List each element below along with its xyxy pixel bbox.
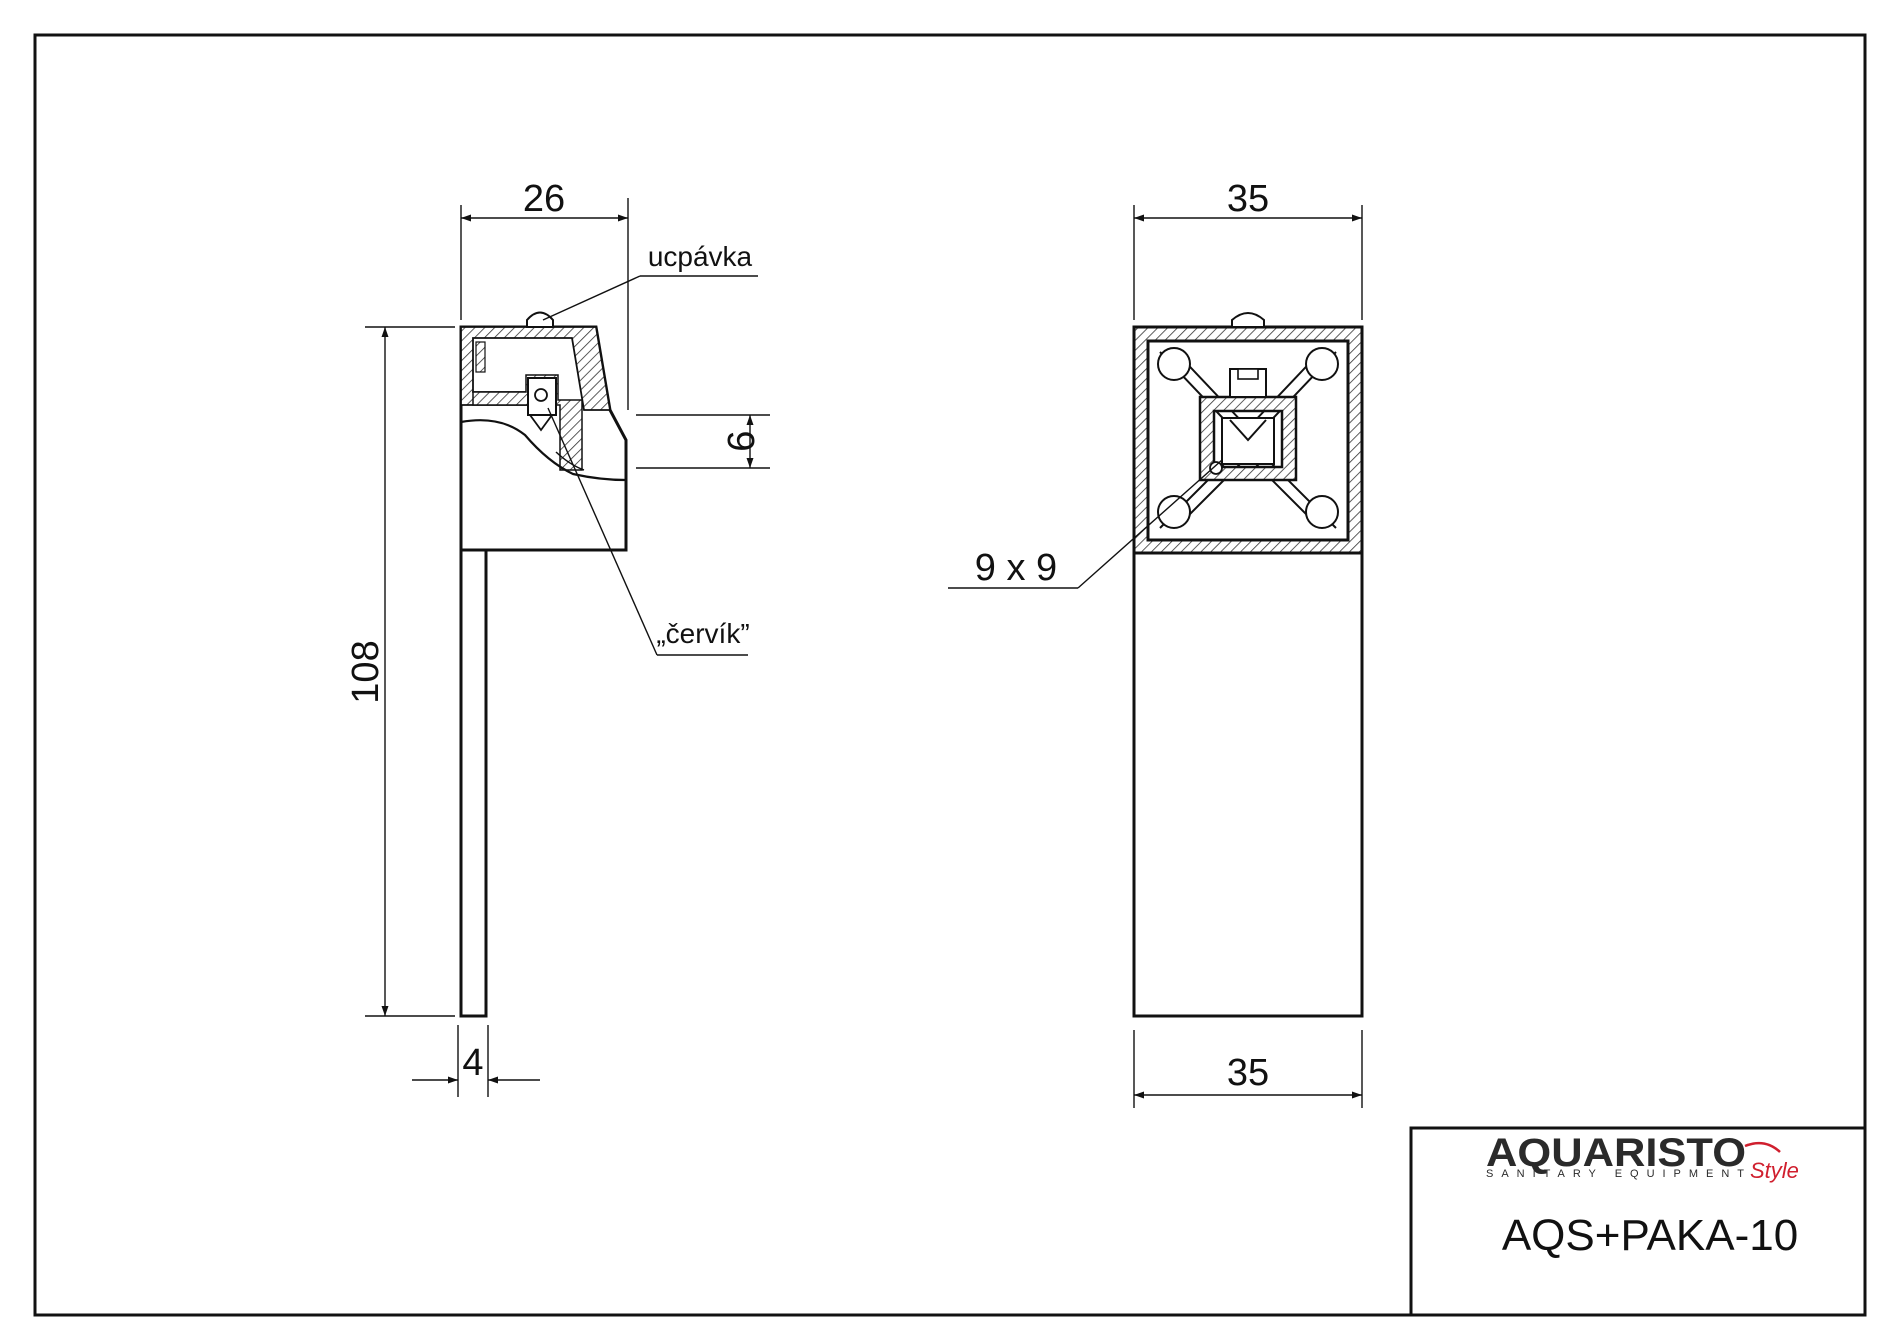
bolt-top-right — [1305, 347, 1339, 381]
dim-front-bottom-width — [1133, 1030, 1363, 1108]
brand-swoosh-icon — [1744, 1141, 1781, 1153]
bolt-top-left — [1157, 347, 1191, 381]
dim-side-width-label: 26 — [523, 178, 565, 220]
front-view — [1132, 312, 1364, 1018]
dim-stem-thickness-label: 4 — [462, 1042, 483, 1084]
dim-front-top-width-label: 35 — [1227, 178, 1269, 220]
bolt-bottom-left — [1157, 495, 1191, 529]
leader-plug — [542, 275, 758, 321]
label-square-spindle: 9 x 9 — [975, 547, 1057, 589]
label-plug: ucpávka — [648, 241, 753, 272]
title-block: AQUARISTO SANITARY EQUIPMENT Style AQS+P… — [1409, 1126, 1867, 1317]
dim-stem-thickness — [412, 1025, 540, 1097]
side-view-mount-detail — [475, 341, 486, 373]
dim-front-bottom-width-label: 35 — [1227, 1052, 1269, 1094]
drawing-frame — [33, 33, 1867, 1317]
grub-screw-hole — [534, 388, 548, 402]
bolt-bottom-right — [1305, 495, 1339, 529]
dim-side-height-label: 108 — [345, 640, 387, 703]
dim-offset-small — [636, 414, 770, 469]
dim-side-width — [460, 198, 629, 410]
leader-grub-screw — [547, 407, 748, 656]
hub-nut — [1229, 368, 1267, 398]
lever-curve — [460, 419, 627, 482]
dim-side-height — [365, 326, 455, 1017]
front-view-stem — [1132, 551, 1364, 1018]
spindle-v-mark — [1229, 419, 1267, 442]
grub-screw-tip — [529, 414, 553, 432]
lever-curve-inner — [555, 451, 585, 471]
side-view-stem — [459, 548, 488, 1018]
title-block-frame — [1409, 1126, 1867, 1317]
brand-script: Style — [1750, 1158, 1799, 1183]
brand-logo: AQUARISTO — [1486, 1131, 1746, 1175]
hub-nut-cap — [1237, 368, 1259, 380]
front-plug-cap — [1231, 312, 1265, 328]
label-grub-screw: „červík” — [656, 618, 749, 649]
dim-front-top-width — [1133, 205, 1363, 320]
plug-cap — [526, 311, 554, 328]
side-view — [459, 311, 628, 1018]
part-code: AQS+PAKA-10 — [1502, 1211, 1798, 1260]
spindle-screw — [1209, 461, 1223, 475]
dim-offset-small-label: 9 — [719, 430, 761, 451]
leader-square-spindle — [948, 459, 1223, 589]
